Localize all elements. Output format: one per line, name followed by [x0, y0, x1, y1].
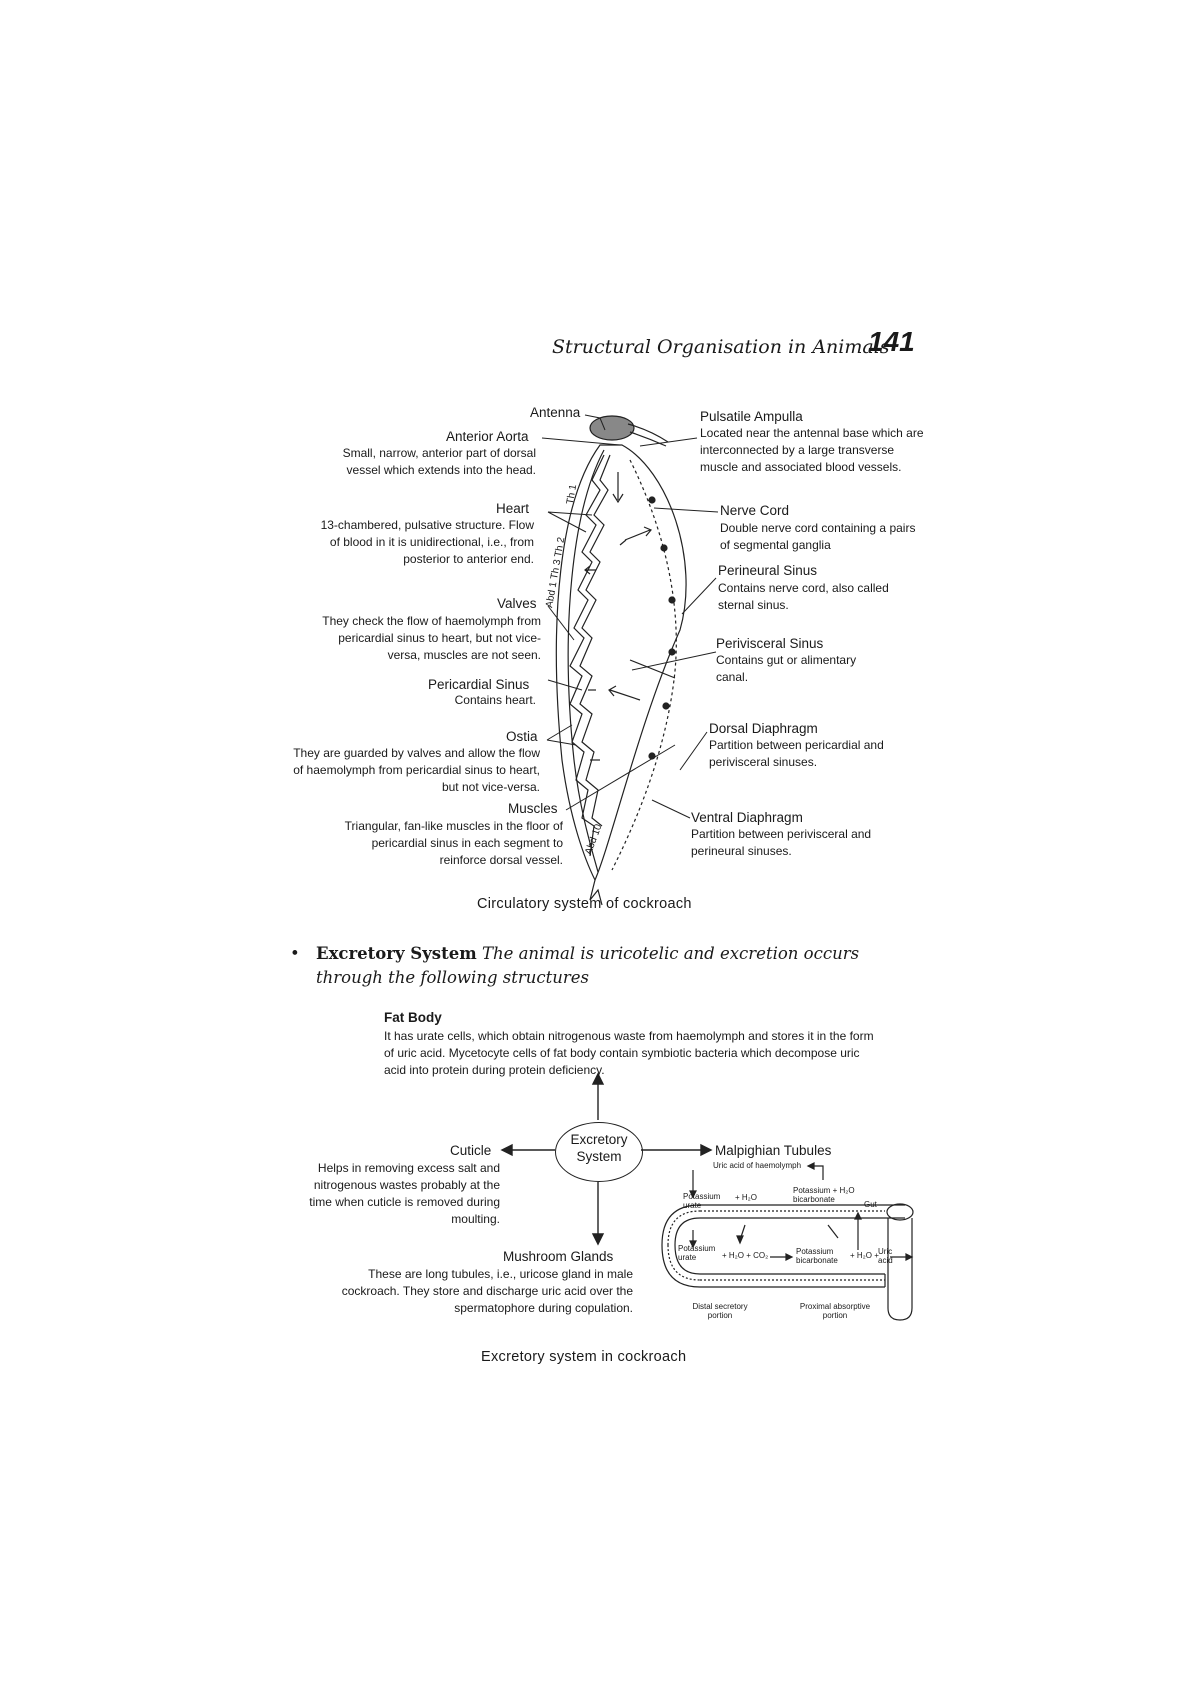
label-valves: Valves — [497, 596, 537, 611]
tubule-potassium-bicarbonate-top: Potassium + H₂O bicarbonate — [793, 1186, 855, 1204]
running-header-title: Structural Organisation in Animals — [552, 336, 890, 358]
excretory-system-label: Excretory System — [570, 1132, 628, 1164]
label-pericardial-sinus: Pericardial Sinus — [428, 677, 530, 692]
desc-mushroom-glands: These are long tubules, i.e., uricose gl… — [341, 1267, 633, 1315]
label-ventral-diaphragm: Ventral Diaphragm — [691, 810, 803, 825]
tubule-h2o-co2: + H₂O + CO₂ — [722, 1251, 769, 1260]
label-malpighian-tubules: Malpighian Tubules — [715, 1143, 832, 1158]
caption-excretory: Excretory system in cockroach — [481, 1349, 687, 1365]
desc-nerve-cord: Double nerve cord containing a pairs of … — [720, 521, 916, 552]
tubule-potassium-urate-top: Potassium urate — [683, 1192, 721, 1210]
flow-arrows — [584, 472, 676, 761]
tubule-proximal: Proximal absorptive portion — [799, 1302, 871, 1320]
bullet: • — [290, 944, 300, 963]
tubule-uric-acid: Uric acid — [878, 1247, 893, 1265]
desc-fat-body: It has urate cells, which obtain nitroge… — [384, 1029, 874, 1077]
label-pulsatile-ampulla: Pulsatile Ampulla — [700, 409, 803, 424]
desc-muscles: Triangular, fan-like muscles in the floo… — [344, 819, 563, 867]
label-nerve-cord: Nerve Cord — [720, 503, 790, 518]
label-dorsal-diaphragm: Dorsal Diaphragm — [709, 721, 818, 736]
page-number: 141 — [868, 326, 915, 357]
head-shape — [589, 415, 635, 441]
nerve-cord-line — [611, 459, 677, 871]
ganglia — [648, 496, 676, 760]
tubule-gut: Gut — [864, 1200, 877, 1209]
label-antenna: Antenna — [530, 405, 581, 420]
tubule-potassium-bicarbonate-bottom: Potassium bicarbonate — [796, 1247, 838, 1265]
label-mushroom-glands: Mushroom Glands — [503, 1249, 614, 1264]
excretory-system-node: Excretory System — [555, 1122, 643, 1182]
tail-shape — [589, 879, 603, 906]
tubule-uric-acid-haemolymph: Uric acid of haemolymph — [713, 1161, 802, 1170]
label-perivisceral-sinus: Perivisceral Sinus — [716, 636, 824, 651]
section-text: The animal is uricotelic and excretion o… — [316, 944, 860, 987]
tubule-h2o-top: + H₂O — [735, 1193, 757, 1202]
desc-dorsal-diaphragm: Partition between pericardial and perivi… — [709, 738, 884, 769]
label-perineural-sinus: Perineural Sinus — [718, 563, 818, 578]
antenna-shape — [627, 423, 669, 447]
tubule-h2o-bottom: + H₂O + — [850, 1251, 879, 1260]
malpighian-tubule-drawing — [661, 1162, 914, 1321]
label-cuticle: Cuticle — [450, 1143, 492, 1158]
label-ostia: Ostia — [506, 729, 538, 744]
heart-chambers — [569, 454, 611, 857]
label-anterior-aorta: Anterior Aorta — [446, 429, 529, 444]
label-muscles: Muscles — [508, 801, 558, 816]
tubule-potassium-urate-bottom: Potassium urate — [678, 1244, 716, 1262]
section-heading: Excretory System — [316, 944, 477, 963]
left-leaders — [541, 414, 676, 811]
label-fat-body: Fat Body — [384, 1010, 442, 1025]
desc-ostia: They are guarded by valves and allow the… — [293, 746, 540, 794]
desc-cuticle: Helps in removing excess salt and nitrog… — [309, 1161, 500, 1226]
desc-valves: They check the flow of haemolymph from p… — [322, 614, 541, 662]
desc-perivisceral-sinus: Contains gut or alimentary canal. — [716, 653, 857, 684]
body-outline — [555, 444, 687, 882]
caption-circulatory: Circulatory system of cockroach — [477, 896, 692, 912]
desc-anterior-aorta: Small, narrow, anterior part of dorsal v… — [342, 446, 536, 477]
desc-heart: 13-chambered, pulsative structure. Flow … — [320, 518, 534, 566]
desc-ventral-diaphragm: Partition between perivisceral and perin… — [691, 827, 872, 858]
tubule-distal: Distal secretory portion — [692, 1302, 748, 1320]
desc-pericardial-sinus: Contains heart. — [454, 693, 536, 707]
excretory-arrows — [500, 1072, 713, 1246]
right-leaders — [631, 437, 719, 819]
excretory-section-paragraph: • Excretory System The animal is uricote… — [290, 942, 915, 990]
desc-perineural-sinus: Contains nerve cord, also called sternal… — [718, 581, 889, 612]
desc-pulsatile-ampulla: Located near the antennal base which are… — [700, 426, 924, 474]
label-heart: Heart — [496, 501, 530, 516]
